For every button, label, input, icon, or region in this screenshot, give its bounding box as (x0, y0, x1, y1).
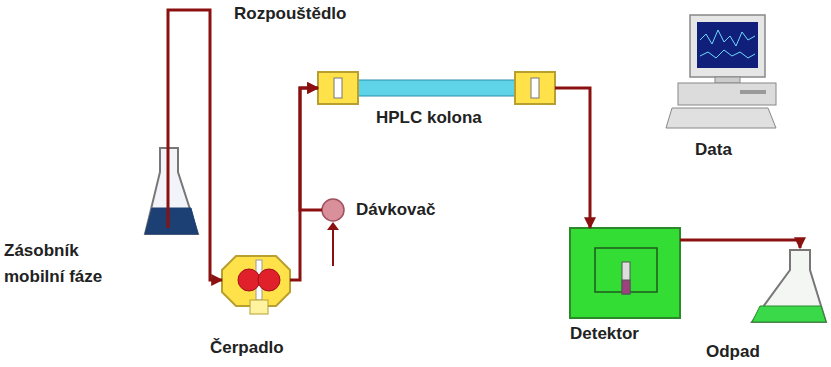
waste-node: Odpad (748, 248, 827, 323)
component-label: Čerpadlo (210, 338, 284, 358)
column-fitting (318, 72, 358, 104)
capillary-tube (555, 88, 590, 228)
component-label: Detektor (570, 324, 639, 344)
keyboard (666, 108, 776, 128)
waste-flask (752, 250, 826, 322)
detector-body (570, 228, 680, 318)
fitting-window (334, 78, 342, 98)
monitor-stand (715, 77, 740, 83)
screen-trace (700, 50, 755, 58)
reservoir-flask (145, 148, 198, 234)
component-label: HPLC kolona (376, 108, 482, 128)
pump-body (222, 256, 290, 306)
reservoir-node: Zásobník mobilní fáze (145, 148, 198, 235)
column-node: HPLC kolona (318, 70, 555, 106)
computer-node: Data (666, 15, 776, 128)
mobile-phase-liquid (145, 208, 198, 234)
flow-cell (622, 262, 630, 294)
flow-cell-sample (622, 280, 630, 294)
monitor (690, 15, 765, 77)
computer-case (678, 83, 776, 105)
pump-node: Čerpadlo (222, 255, 290, 307)
fitting-window (531, 78, 539, 98)
injection-arrowhead (327, 222, 339, 230)
screen-trace (700, 30, 755, 46)
flow-label: Rozpouštědlo (234, 4, 346, 24)
pump-base (250, 300, 268, 314)
capillary-tube (168, 10, 222, 280)
capillary-tube (680, 240, 800, 248)
component-label: Zásobník mobilní fáze (4, 238, 129, 290)
column-tube (358, 80, 515, 96)
pump-head (238, 269, 260, 291)
pump-head (258, 269, 280, 291)
monitor-screen (697, 22, 758, 68)
component-label: Odpad (706, 342, 760, 362)
component-label: Dávkovač (356, 200, 435, 220)
capillary-tube (300, 88, 322, 210)
intake-tube (167, 148, 170, 228)
capillary-tube (290, 88, 318, 280)
component-label: Data (695, 140, 732, 160)
waste-liquid (752, 306, 826, 322)
injector-node: Dávkovač (322, 199, 344, 221)
disk-slot (740, 90, 766, 94)
column-fitting (515, 72, 555, 104)
detector-node: Detektor (570, 228, 680, 318)
injection-line (332, 228, 334, 266)
injector-valve (322, 199, 344, 221)
